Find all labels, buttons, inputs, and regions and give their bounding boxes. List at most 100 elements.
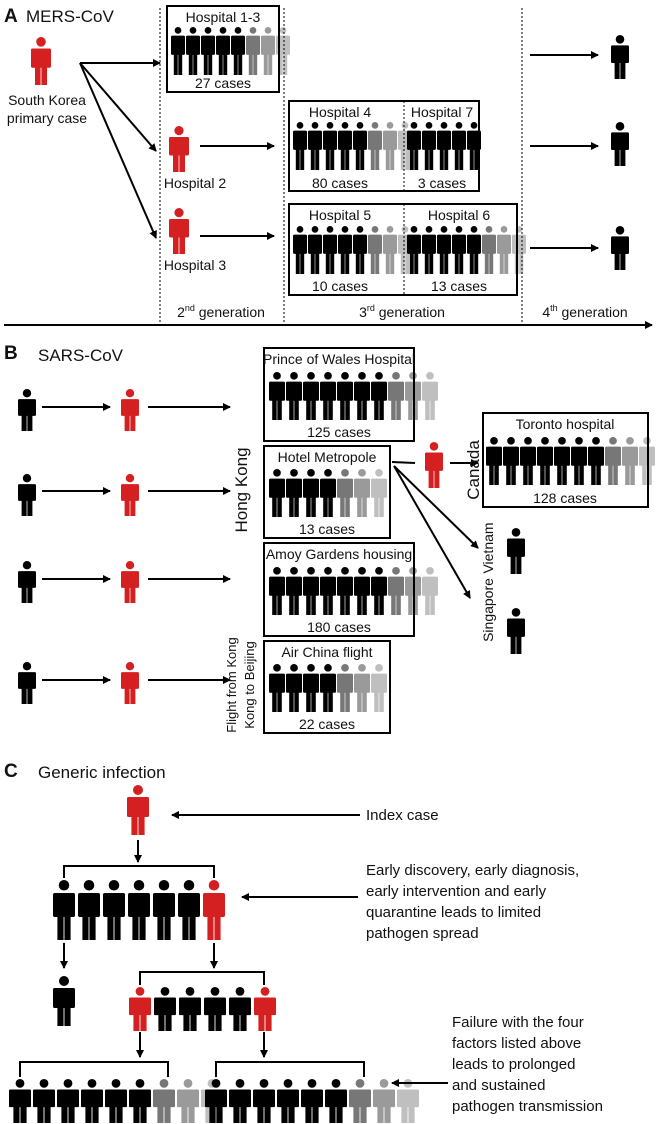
hotel-metropole-count: 13 cases (299, 521, 355, 537)
case-crowd-icon (353, 122, 367, 170)
case-crowd-icon (269, 567, 285, 615)
contact-icon (204, 987, 226, 1031)
contact-icon (9, 1079, 31, 1123)
amoy-gardens-box (263, 542, 415, 637)
gen4-case-icon (611, 122, 629, 166)
case-crowd-icon (371, 469, 387, 517)
case-crowd-icon (452, 122, 466, 170)
arrow-to-singapore (393, 465, 471, 599)
case-crowd-icon (216, 27, 230, 75)
arrow-primary-to-h3 (79, 62, 157, 239)
case-crowd-icon (303, 664, 319, 712)
contact-icon (349, 1079, 371, 1123)
case-crowd-icon (422, 372, 438, 420)
case-crowd-icon (338, 122, 352, 170)
case-crowd-icon (482, 226, 496, 274)
case-crowd-icon (286, 567, 302, 615)
contact-icon (81, 1079, 103, 1123)
case-crowd-icon (422, 122, 436, 170)
contact-icon (229, 987, 251, 1031)
early-text-line1: Early discovery, early diagnosis, (366, 862, 579, 879)
vietnam-label: Vietnam (480, 522, 496, 573)
hospital-4-count: 80 cases (312, 175, 368, 191)
case-crowd-icon (368, 226, 382, 274)
case-crowd-icon (171, 27, 185, 75)
bracket-gen3-right (215, 1061, 365, 1077)
contact-icon (277, 1079, 299, 1123)
case-crowd-icon (323, 226, 337, 274)
panel-c-title: Generic infection (38, 763, 166, 782)
gen2-label: 2nd generation (177, 303, 265, 320)
hospital-7-count: 3 cases (418, 175, 466, 191)
contact-icon (254, 987, 276, 1031)
spreader-case-icon (121, 389, 139, 431)
prince-of-wales-box (263, 347, 415, 442)
source-case-icon (18, 474, 36, 516)
case-crowd-icon (588, 437, 604, 485)
contact-icon (153, 1079, 175, 1123)
gen4-case-icon (611, 226, 629, 270)
early-text-line2: early intervention and early (366, 883, 547, 900)
contact-icon (57, 1079, 79, 1123)
canada-case-icon (425, 442, 443, 488)
contact-icon (53, 880, 75, 940)
source-case-icon (18, 389, 36, 431)
case-crowd-icon (303, 372, 319, 420)
case-crowd-icon (337, 372, 353, 420)
index-case-icon (127, 785, 149, 835)
contact-icon (177, 1079, 199, 1123)
case-crowd-icon (261, 27, 275, 75)
vietnam-case-icon (507, 528, 525, 574)
case-crowd-icon (201, 27, 215, 75)
primary-label-line1: South Korea (8, 92, 86, 108)
text-layer: A MERS-CoV South Korea primary case Hosp… (4, 6, 628, 1115)
failure-text-line4: and sustained (452, 1077, 545, 1094)
contact-icon (325, 1079, 347, 1123)
hospital-5-6-box (288, 203, 518, 296)
contact-icon (203, 880, 225, 940)
early-text-line3: quarantine leads to limited (366, 904, 541, 921)
case-crowd-icon (497, 226, 511, 274)
case-crowd-icon (337, 469, 353, 517)
contact-icon (229, 1079, 251, 1123)
case-crowd-icon (320, 469, 336, 517)
failure-text-line3: leads to prolonged (452, 1056, 575, 1073)
toronto-hospital-title: Toronto hospital (516, 416, 615, 432)
gen3-label: 3rd generation (359, 303, 445, 320)
contact-icon (129, 987, 151, 1031)
contact-icon (105, 1079, 127, 1123)
case-crowd-icon (383, 122, 397, 170)
canada-label: Canada (464, 440, 483, 500)
contact-icon (301, 1079, 323, 1123)
case-crowd-icon (269, 372, 285, 420)
panel-b-letter: B (4, 343, 18, 364)
case-crowd-icon (269, 664, 285, 712)
hospital-3-label: Hospital 3 (164, 257, 226, 273)
singapore-label: Singapore (480, 578, 496, 642)
air-china-title: Air China flight (281, 644, 372, 660)
case-crowd-icon (554, 437, 570, 485)
case-crowd-icon (371, 664, 387, 712)
panel-c-letter: C (4, 761, 18, 782)
failure-text-line5: pathogen transmission (452, 1098, 603, 1115)
case-crowd-icon (452, 226, 466, 274)
case-crowd-icon (354, 567, 370, 615)
contact-icon (33, 1079, 55, 1123)
contact-icon (78, 880, 100, 940)
hospital-4-7-box (288, 100, 480, 192)
contact-icon (103, 880, 125, 940)
hospital-1-3-box (166, 5, 280, 93)
case-crowd-icon (320, 664, 336, 712)
hotel-metropole-box (263, 445, 391, 539)
people-layer (9, 27, 655, 1123)
case-crowd-icon (308, 122, 322, 170)
case-crowd-icon (407, 122, 421, 170)
case-crowd-icon (383, 226, 397, 274)
failure-text-line1: Failure with the four (452, 1014, 584, 1031)
contact-icon (253, 1079, 275, 1123)
primary-case-icon (31, 37, 51, 85)
contact-icon (129, 1079, 151, 1123)
case-crowd-icon (437, 122, 451, 170)
case-crowd-icon (246, 27, 260, 75)
contact-icon (397, 1079, 419, 1123)
